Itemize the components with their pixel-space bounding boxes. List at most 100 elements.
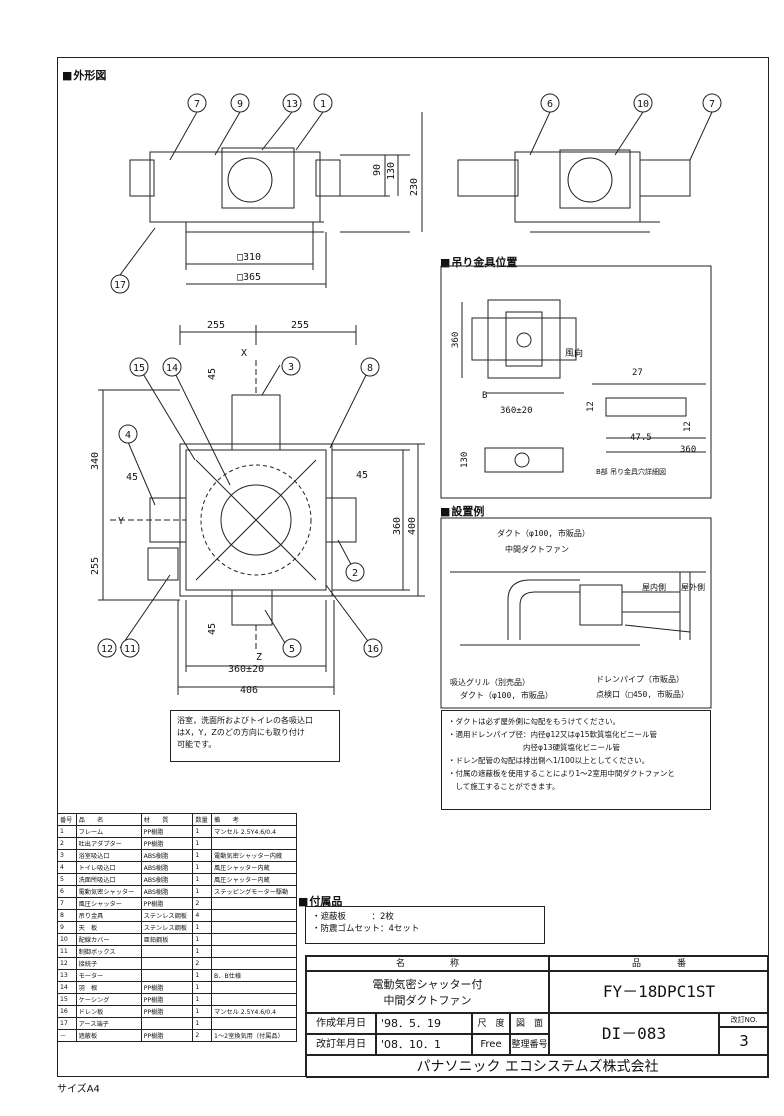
name-header: 名 称: [306, 956, 549, 971]
cell: 11: [57, 945, 77, 958]
install-outdoor: 屋外側: [681, 582, 705, 592]
cell: PP樹脂: [140, 1029, 194, 1042]
dim-310: □310: [237, 252, 261, 263]
cell: 1: [192, 849, 213, 862]
cell: 遮蔽板: [75, 1029, 142, 1042]
cell: 17: [57, 1017, 77, 1030]
parts-table-header: 番号 品 名 材 質 数量 備 考: [57, 813, 297, 826]
cell: [140, 945, 194, 958]
parts-header-material: 材 質: [140, 813, 194, 826]
hanger-dim-130: 130: [460, 452, 470, 468]
cell: 吐出アダプター: [75, 837, 142, 850]
cell: ABS樹脂: [140, 849, 194, 862]
callout-8: 8: [367, 363, 373, 374]
cell: 風圧シャッター内蔵: [211, 873, 297, 886]
cell: PP樹脂: [140, 993, 194, 1006]
front-view-right-port: [315, 159, 341, 197]
dim-130: 130: [386, 162, 397, 180]
install-drain: ドレンパイプ（市販品）: [596, 674, 684, 684]
revised-date: '08．10．1: [376, 1034, 472, 1055]
note-line: ・ドレン配管の勾配は排出側へ1/100以上としてください。: [448, 756, 650, 765]
cell: 12: [57, 957, 77, 970]
dim-360pm20: 360±20: [228, 664, 264, 675]
cell: 1: [192, 921, 213, 934]
cell: 1: [192, 825, 213, 838]
cell: 1: [192, 1005, 213, 1018]
callout-2: 2: [352, 568, 358, 579]
cell: [140, 1017, 194, 1030]
created-label: 作成年月日: [306, 1013, 376, 1034]
cell: [140, 957, 194, 970]
section-installation: 設置例: [440, 503, 484, 519]
cell: ドレン板: [75, 1005, 142, 1018]
cell: [211, 981, 297, 994]
callout-4: 4: [125, 430, 131, 441]
install-duct-top: ダクト（φ100, 市販品）: [497, 528, 590, 538]
cell: [211, 1017, 297, 1030]
mounting-note-line: はX，Y，Zのどの方向にも取り付け: [177, 728, 305, 737]
product-name-cell: 電動気密シャッター付 中間ダクトファン: [306, 971, 549, 1013]
dim-45-bottom: 45: [207, 623, 218, 635]
cell: 1: [192, 969, 213, 982]
callout-6: 6: [547, 99, 553, 110]
hanger-dim-12: 12: [586, 401, 596, 412]
parts-header-number: 番号: [57, 813, 77, 826]
install-inspection: 点検口（□450, 市販品）: [596, 689, 689, 699]
cell: 16: [57, 1005, 77, 1018]
cell: ABS樹脂: [140, 885, 194, 898]
cell: 制御ボックス: [75, 945, 142, 958]
cell: 2: [192, 1029, 213, 1042]
cell: 洗面所吸込口: [75, 873, 142, 886]
install-fan: 中間ダクトファン: [505, 544, 569, 554]
cell: [211, 993, 297, 1006]
callout-7b: 7: [709, 99, 715, 110]
cell: [211, 921, 297, 934]
cell: 2: [192, 957, 213, 970]
hanger-b-label: B: [482, 391, 487, 401]
hanger-dim-47-5: 47.5: [630, 433, 652, 443]
cell: 5: [57, 873, 77, 886]
scale-label: 尺 度: [472, 1013, 510, 1034]
cell: マンセル 2.5Y4.6/0.4: [211, 825, 297, 838]
section-outline: 外形図: [62, 67, 106, 83]
cell: [211, 897, 297, 910]
mounting-note-line: 可能です。: [177, 740, 217, 749]
cell: 1: [192, 885, 213, 898]
cell: 3: [57, 849, 77, 862]
mounting-note-line: 浴室，洗面所およびトイレの各吸込口: [177, 716, 313, 725]
cell: 1: [192, 861, 213, 874]
note-line: ・ダクトは必ず屋外側に勾配をもうけてください。: [448, 717, 621, 726]
install-indoor: 屋内側: [642, 582, 666, 592]
cell: 羽 根: [75, 981, 142, 994]
callout-14: 14: [166, 363, 178, 374]
paper-size: サイズA4: [57, 1084, 100, 1095]
installation-notes: ・ダクトは必ず屋外側に勾配をもうけてください。 ・適用ドレンパイプ径：内径φ12…: [441, 710, 711, 810]
dim-255-right: 255: [291, 320, 309, 331]
cell: 電動気密シャッター内蔵: [211, 849, 297, 862]
cell: B．B仕様: [211, 969, 297, 982]
cell: ABS樹脂: [140, 861, 194, 874]
cell: 6: [57, 885, 77, 898]
hanger-dim-360: 360: [451, 332, 461, 348]
cell: PP樹脂: [140, 837, 194, 850]
dim-406: 406: [240, 685, 258, 696]
cell: PP樹脂: [140, 897, 194, 910]
drawing-label: 図 面: [510, 1013, 549, 1034]
cell: [211, 945, 297, 958]
dim-340: 340: [90, 452, 101, 470]
accessory-item: ・遮蔽板 ：2枚: [312, 912, 394, 922]
cell: トイレ吸込口: [75, 861, 142, 874]
cell: 8: [57, 909, 77, 922]
cell: 2: [57, 837, 77, 850]
